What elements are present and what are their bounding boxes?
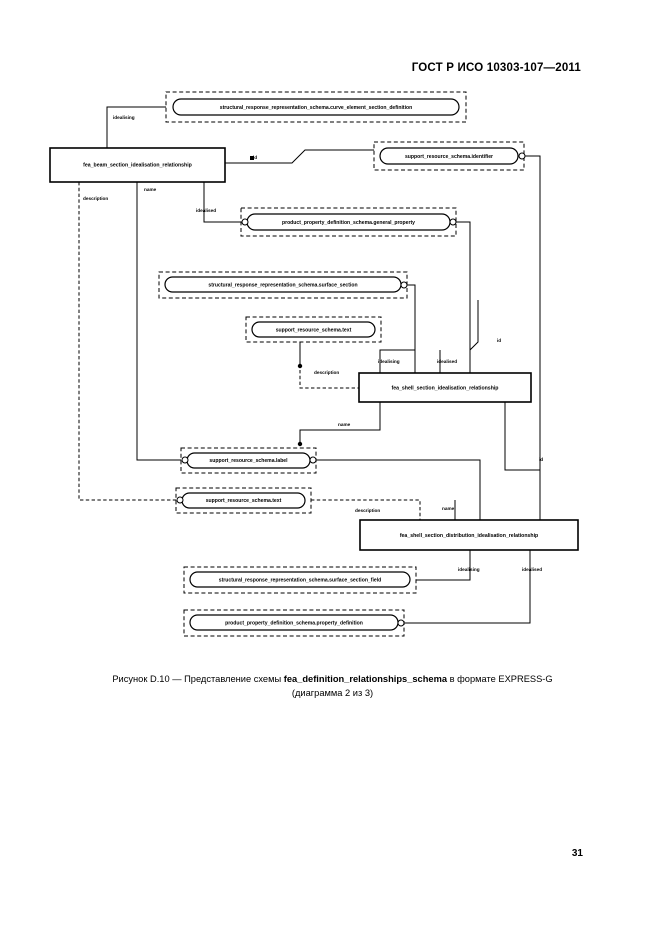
connector-endpoint-circle <box>309 456 317 464</box>
edge-label-beam-idealising: idealising <box>113 115 135 120</box>
entity-label: support_resource_schema.label <box>209 458 288 464</box>
edge-label-dist-id: id <box>539 457 543 462</box>
diagram-connectors <box>78 106 541 624</box>
entity-label: fea_beam_section_idealisation_relationsh… <box>83 162 192 168</box>
figure-caption: Рисунок D.10 — Представление схемы fea_d… <box>60 672 605 701</box>
edge-label-beam-id: id <box>253 155 257 160</box>
edge-label-shell-idealised: idealised <box>437 359 457 364</box>
edge-label-dist-idealising: idealising <box>458 567 480 572</box>
optional-dot-label <box>297 441 303 447</box>
entity-support-resource-schema-identifier: support_resource_schema.identifier <box>373 141 526 171</box>
connector-shell-idealised-2 <box>469 300 479 373</box>
caption-suffix: в формате EXPRESS-G <box>447 674 553 684</box>
edge-label-shell-id: id <box>497 338 501 343</box>
edge-label-shell-name: name <box>338 422 351 427</box>
entity-label: structural_response_representation_schem… <box>219 577 382 583</box>
entity-general-property: product_property_definition_schema.gener… <box>240 207 457 237</box>
diagram-edge-labels: idealising id description name idealised… <box>83 115 543 572</box>
optional-dot-text-upper <box>297 363 303 369</box>
edge-label-dist-idealised: idealised <box>522 567 542 572</box>
entity-support-resource-schema-label: support_resource_schema.label <box>180 447 317 474</box>
connector-endpoint-circle <box>176 496 184 504</box>
entity-label: support_resource_schema.text <box>276 327 352 333</box>
caption-line-2: (диаграмма 2 из 3) <box>291 688 374 699</box>
entity-label: fea_shell_section_distribution_idealisat… <box>400 533 538 539</box>
connector-endpoint-circle <box>400 281 408 289</box>
caption-schema-name: fea_definition_relationships_schema <box>283 674 448 684</box>
edge-label-dist-name: name <box>442 506 455 511</box>
connector-endpoint-circle <box>518 152 526 160</box>
connector-identifier-down <box>504 155 541 471</box>
entity-curve-element-section-definition: structural_response_representation_schem… <box>165 91 467 123</box>
document-header: ГОСТ Р ИСО 10303-107—2011 <box>411 62 581 74</box>
connector-beam-idealising <box>106 106 166 163</box>
caption-prefix: Рисунок D.10 — Представление схемы <box>112 674 284 684</box>
edge-label-shell-description: description <box>314 370 339 375</box>
connector-beam-description <box>78 182 176 501</box>
connector-shell-idealising <box>379 349 415 373</box>
connector-beam-name <box>136 182 181 461</box>
connector-dist-idealised <box>404 550 531 624</box>
edge-label-shell-idealising: idealising <box>378 359 400 364</box>
entity-surface-section: structural_response_representation_schem… <box>158 271 408 299</box>
entity-support-resource-schema-text-lower: support_resource_schema.text <box>175 487 312 514</box>
entity-label: structural_response_representation_schem… <box>220 105 413 111</box>
connector-shell-name <box>299 402 381 443</box>
connector-shell-description <box>299 370 359 389</box>
entity-label: structural_response_representation_schem… <box>208 282 357 288</box>
connector-general-property-right <box>456 221 471 390</box>
entity-surface-section-field: structural_response_representation_schem… <box>183 566 417 594</box>
connector-dist-idealising <box>416 550 471 581</box>
connector-endpoint-circle <box>449 218 457 226</box>
edge-label-beam-description: description <box>83 196 108 201</box>
connector-beam-id <box>225 149 374 164</box>
entity-label: fea_shell_section_idealisation_relations… <box>392 385 499 391</box>
edge-label-dist-description: description <box>355 508 380 513</box>
entity-label: support_resource_schema.text <box>206 498 282 504</box>
edge-label-beam-idealised: idealised <box>196 208 216 213</box>
entity-label: support_resource_schema.identifier <box>405 154 493 160</box>
entity-label: product_property_definition_schema.prope… <box>225 620 363 626</box>
connector-beam-idealised <box>203 182 241 223</box>
connector-label-to-dist <box>316 459 481 520</box>
connector-dist-description <box>311 499 421 520</box>
connector-endpoint-circle <box>181 456 189 464</box>
entity-support-resource-schema-text-upper: support_resource_schema.text <box>245 316 382 343</box>
connector-endpoint-circle <box>241 218 249 226</box>
entity-property-definition: product_property_definition_schema.prope… <box>183 609 405 637</box>
connector-endpoint-circle <box>397 619 405 627</box>
entity-label: product_property_definition_schema.gener… <box>282 220 415 226</box>
entity-fea-shell-section-idealisation-relationship: fea_shell_section_idealisation_relations… <box>358 372 532 403</box>
entity-fea-shell-section-distribution-idealisation-relationship: fea_shell_section_distribution_idealisat… <box>359 519 579 551</box>
entity-fea-beam-section-idealisation-relationship: fea_beam_section_idealisation_relationsh… <box>49 147 226 183</box>
page-number: 31 <box>571 848 583 859</box>
edge-label-beam-name: name <box>144 187 157 192</box>
